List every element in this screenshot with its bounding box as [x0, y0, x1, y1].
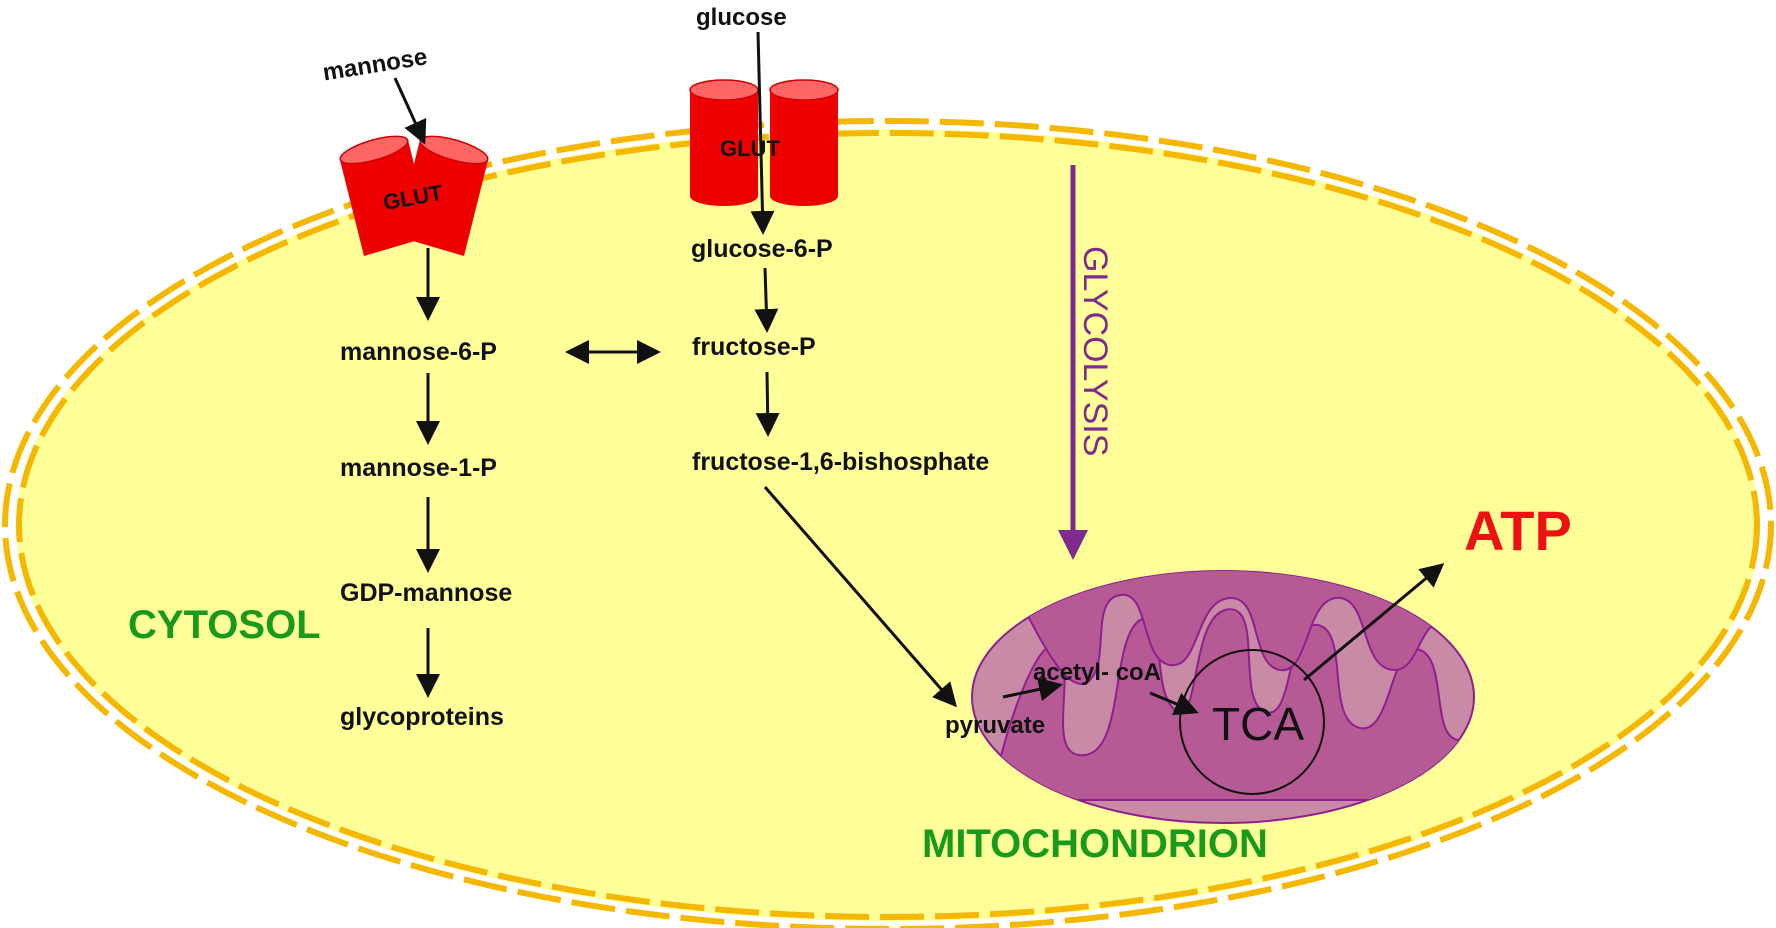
label-mitochondrion: MITOCHONDRION	[922, 822, 1268, 866]
label-atp: ATP	[1464, 499, 1572, 562]
label-gdp-mannose: GDP-mannose	[340, 579, 512, 607]
mitochondrion-cristae-upper	[1019, 571, 1446, 685]
label-fructose-p: fructose-P	[692, 333, 816, 361]
arrow-mannose-to-glut	[393, 77, 427, 145]
label-glut-right: GLUT	[720, 136, 780, 161]
glut-transporter-left	[339, 135, 489, 256]
label-mannose-6p: mannose-6-P	[340, 338, 497, 366]
arrow-tca-to-atp	[1303, 563, 1445, 682]
label-fructose-16bp: fructose-1,6-bishosphate	[692, 448, 989, 476]
label-pyruvate: pyruvate	[945, 712, 1045, 739]
label-mannose: mannose	[321, 43, 429, 86]
label-acetyl-coa: acetyl- coA	[1033, 659, 1161, 686]
arrow-fructose-16bp-to-pyruvate	[763, 486, 957, 708]
cell-membrane-outer	[2, 118, 1774, 928]
pathway-arrows	[393, 31, 1445, 716]
glut-transporter-right	[689, 79, 839, 206]
tca-circle	[1179, 649, 1325, 795]
arrow-fructose-p-to-fructose-16bp	[755, 371, 780, 437]
arrow-glucose-6p-to-fructose-p	[754, 267, 779, 333]
arrow-acetyl-coa-to-tca	[1149, 691, 1199, 716]
label-glycoproteins: glycoproteins	[340, 703, 504, 731]
mitochondrion-cristae	[999, 608, 1461, 801]
label-glycolysis: GLYCOLYSIS	[1076, 246, 1114, 456]
arrow-glucose-to-glucose-6p	[750, 31, 775, 235]
label-glucose: glucose	[696, 4, 787, 31]
label-cytosol: CYTOSOL	[128, 603, 321, 647]
cell-membrane-inner	[16, 130, 1760, 920]
arrow-pyruvate-to-acetyl-coa	[1002, 677, 1063, 702]
label-tca: TCA	[1212, 698, 1304, 750]
label-mannose-1p: mannose-1-P	[340, 454, 497, 482]
mitochondrion	[971, 570, 1475, 824]
label-glucose-6p: glucose-6-P	[691, 235, 833, 263]
